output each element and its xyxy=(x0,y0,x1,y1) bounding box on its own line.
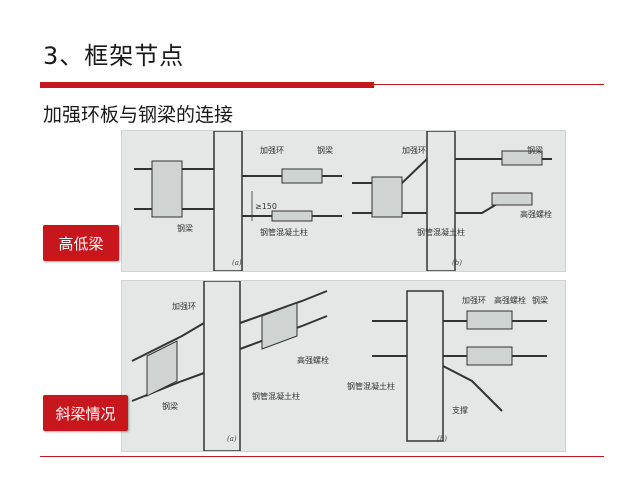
label-beam-a2: 钢梁 xyxy=(162,401,178,411)
upper-ring-a xyxy=(131,322,205,362)
label-column-b2: 钢管混凝土柱 xyxy=(347,381,395,391)
label-bolt-a2: 高强螺栓 xyxy=(297,355,329,365)
label-bolt-b: 高强螺栓 xyxy=(520,209,552,219)
column-a xyxy=(203,281,241,451)
bolt-plate-left-a xyxy=(146,340,178,397)
lower-beam-right-a xyxy=(239,315,328,350)
badge-high-low-beam: 高低梁 xyxy=(43,225,119,261)
bolt-plate-left-b xyxy=(371,176,403,218)
column-a xyxy=(213,131,243,271)
slide-title: 3、框架节点 xyxy=(43,42,185,70)
label-column-b: 钢管混凝土柱 xyxy=(417,227,465,237)
column-b xyxy=(406,290,444,442)
label-beam-b2: 钢梁 xyxy=(532,295,548,305)
bolt-plate-right-a xyxy=(281,168,323,184)
label-ring-a2: 加强环 xyxy=(172,301,196,311)
title-rule xyxy=(40,84,604,85)
caption-a-top: (a) xyxy=(232,259,242,267)
bolt-plate-left-a xyxy=(151,160,183,218)
bolt-plate-lower-a xyxy=(271,210,313,222)
label-ring-a: 加强环 xyxy=(260,145,284,155)
label-ring-b: 加强环 xyxy=(402,145,426,155)
figure-high-low-beams: 加强环 钢梁 钢梁 钢管混凝土柱 ≥150 (a) 加强环 钢梁 高强螺栓 钢管… xyxy=(121,130,566,272)
column-b xyxy=(426,131,456,271)
slide-subtitle: 加强环板与钢梁的连接 xyxy=(43,104,234,126)
badge-inclined-beam: 斜梁情况 xyxy=(43,395,128,431)
brace-b xyxy=(442,365,503,412)
label-dim-a: ≥150 xyxy=(255,202,277,211)
high-low-beam-drawing: 加强环 钢梁 钢梁 钢管混凝土柱 ≥150 (a) 加强环 钢梁 高强螺栓 钢管… xyxy=(134,131,552,271)
title-accent-bar xyxy=(40,82,374,88)
bolt-plate-upper-b xyxy=(466,310,513,330)
label-beam-left-a: 钢梁 xyxy=(177,223,193,233)
inclined-beam-drawing: 加强环 高强螺栓 钢管混凝土柱 钢梁 (a) 加强环 高强螺栓 钢梁 钢管混凝土… xyxy=(131,281,548,451)
label-ring-b2: 加强环 xyxy=(462,295,486,305)
bolt-plate-right-b xyxy=(501,150,543,166)
bolt-plate-right-a xyxy=(261,302,298,350)
label-column-a: 钢管混凝土柱 xyxy=(260,227,308,237)
figure-inclined-beams: 加强环 高强螺栓 钢管混凝土柱 钢梁 (a) 加强环 高强螺栓 钢梁 钢管混凝土… xyxy=(121,280,566,452)
bolt-plate-lower-b xyxy=(491,192,533,206)
label-bolt-b2: 高强螺栓 xyxy=(494,295,526,305)
caption-b-bottom: (b) xyxy=(437,435,447,443)
caption-a-bottom: (a) xyxy=(227,435,237,443)
bolt-plate-lower-b xyxy=(466,346,513,366)
label-beam-right-a: 钢梁 xyxy=(317,145,333,155)
footer-rule xyxy=(40,456,604,457)
label-column-a2: 钢管混凝土柱 xyxy=(252,391,300,401)
label-support-b2: 支撑 xyxy=(452,405,468,415)
upper-beam-right-a xyxy=(239,290,328,324)
caption-b-top: (b) xyxy=(452,259,462,267)
label-beam-b: 钢梁 xyxy=(527,145,543,155)
